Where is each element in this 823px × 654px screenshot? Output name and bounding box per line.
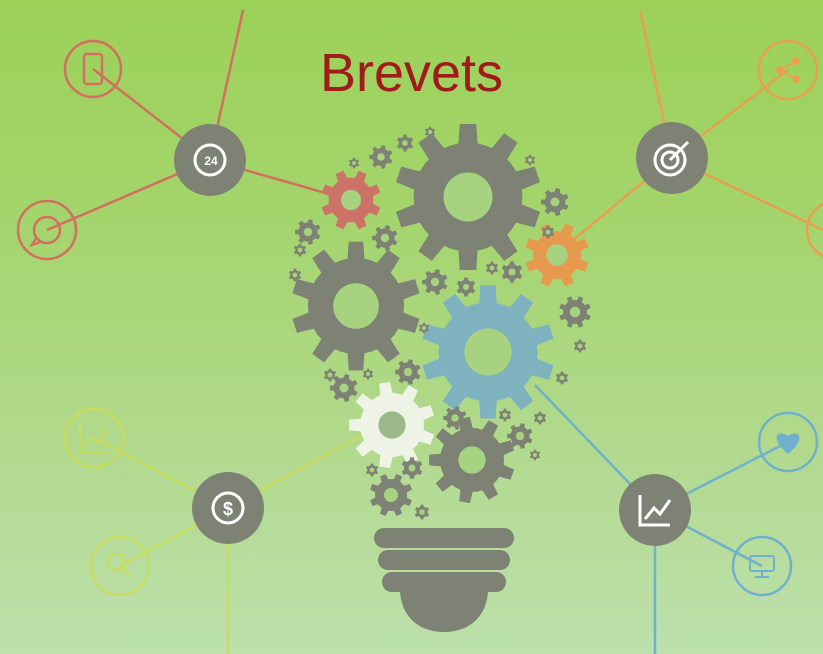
page-title: Brevets <box>319 43 504 103</box>
heart-icon <box>757 411 819 473</box>
partial-icon <box>805 202 823 258</box>
gear-27 <box>541 225 555 239</box>
gear-30 <box>485 261 499 275</box>
gear-36 <box>529 449 541 461</box>
gear-28 <box>573 339 587 353</box>
gear-cluster <box>288 124 591 520</box>
dollar-icon: $ <box>192 472 264 544</box>
target-icon <box>636 122 708 194</box>
gear-3 <box>321 170 381 230</box>
gear-20 <box>370 474 412 516</box>
hub-label-dollar: $ <box>223 499 233 519</box>
gear-7 <box>369 145 393 169</box>
gear-11 <box>541 188 569 216</box>
gear-38 <box>362 368 374 380</box>
gear-13 <box>422 269 448 295</box>
phone-24h-icon: 24 <box>174 124 246 196</box>
gear-16 <box>395 359 421 385</box>
gear-4 <box>525 223 589 287</box>
gear-35 <box>533 411 547 425</box>
monitor-icon <box>731 535 793 597</box>
gear-26 <box>524 154 536 166</box>
gear-5 <box>349 381 435 469</box>
whatsapp-icon <box>16 199 78 261</box>
gear-24 <box>424 126 436 138</box>
smartphone-icon <box>63 39 123 99</box>
gear-18 <box>443 406 467 430</box>
gear-31 <box>418 322 430 334</box>
share-icon <box>757 39 819 101</box>
gear-33 <box>365 463 379 477</box>
growth-chart-icon <box>619 474 691 546</box>
gear-29 <box>555 371 569 385</box>
gear-2 <box>422 285 554 419</box>
gear-15 <box>501 261 523 283</box>
lightbulb-base <box>374 528 514 632</box>
gear-1 <box>292 241 420 371</box>
gear-6 <box>429 416 515 504</box>
gear-23 <box>293 243 307 257</box>
gear-9 <box>295 219 321 245</box>
gear-25 <box>348 157 360 169</box>
search-icon <box>89 535 151 597</box>
gear-22 <box>288 268 302 282</box>
gear-0 <box>396 124 540 270</box>
gear-19 <box>507 423 533 449</box>
line-graph-icon <box>63 407 125 469</box>
gear-8 <box>396 134 414 152</box>
gear-34 <box>498 408 512 422</box>
gear-21 <box>401 457 423 479</box>
gear-37 <box>414 504 430 520</box>
gear-17 <box>330 374 358 402</box>
gear-32 <box>323 368 337 382</box>
gear-14 <box>456 277 476 297</box>
gear-12 <box>559 296 591 328</box>
hub-label-24: 24 <box>204 154 218 168</box>
gear-10 <box>372 225 398 251</box>
